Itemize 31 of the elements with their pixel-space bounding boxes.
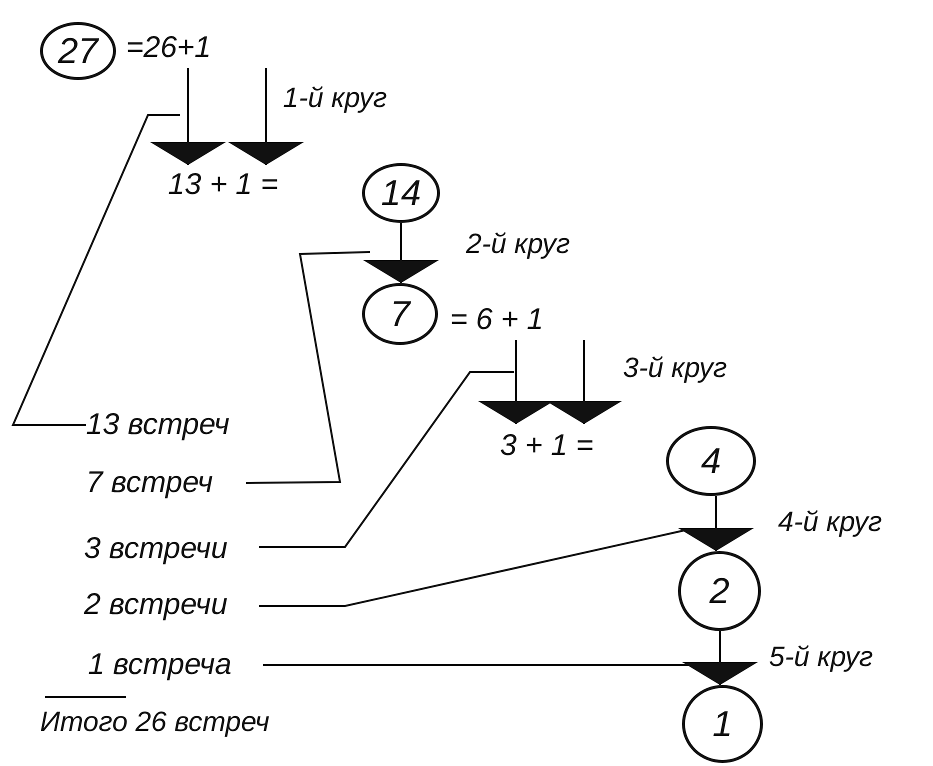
number-circle: 2	[678, 551, 761, 631]
number-circle: 7	[362, 283, 438, 345]
meetings-count-label: 1 встреча	[88, 648, 263, 682]
number-circle: 14	[362, 163, 440, 223]
arrow	[228, 68, 304, 165]
round-label: 4-й круг	[778, 506, 882, 538]
arrow	[150, 68, 226, 165]
round-label: 2-й круг	[466, 228, 570, 260]
equation-text: 3 + 1 =	[500, 424, 650, 468]
leader-line	[263, 664, 690, 666]
meetings-count-label: 3 встречи	[84, 532, 259, 566]
arrow	[682, 631, 758, 685]
arrow	[363, 223, 439, 283]
equation-text: 13 + 1 =	[168, 165, 340, 205]
number-circle: 1	[682, 685, 763, 763]
leader-line	[259, 371, 514, 548]
leader-line	[11, 114, 180, 426]
leader-line	[259, 529, 686, 607]
arrow	[678, 496, 754, 551]
round-label: 3-й круг	[623, 352, 727, 384]
meetings-count-label: 13 встреч	[86, 408, 251, 442]
number-circle: 27	[40, 22, 116, 80]
equation-text: =26+1	[126, 28, 310, 68]
round-label: 5-й круг	[769, 641, 873, 673]
meetings-count-label: 7 встреч	[86, 466, 246, 500]
number-circle: 4	[666, 426, 756, 496]
leader-line	[246, 251, 370, 484]
equation-text: = 6 + 1	[450, 300, 600, 340]
meetings-count-label: 2 встречи	[84, 588, 259, 622]
round-label: 1-й круг	[283, 82, 387, 114]
total-text: Итого 26 встреч	[40, 706, 270, 738]
